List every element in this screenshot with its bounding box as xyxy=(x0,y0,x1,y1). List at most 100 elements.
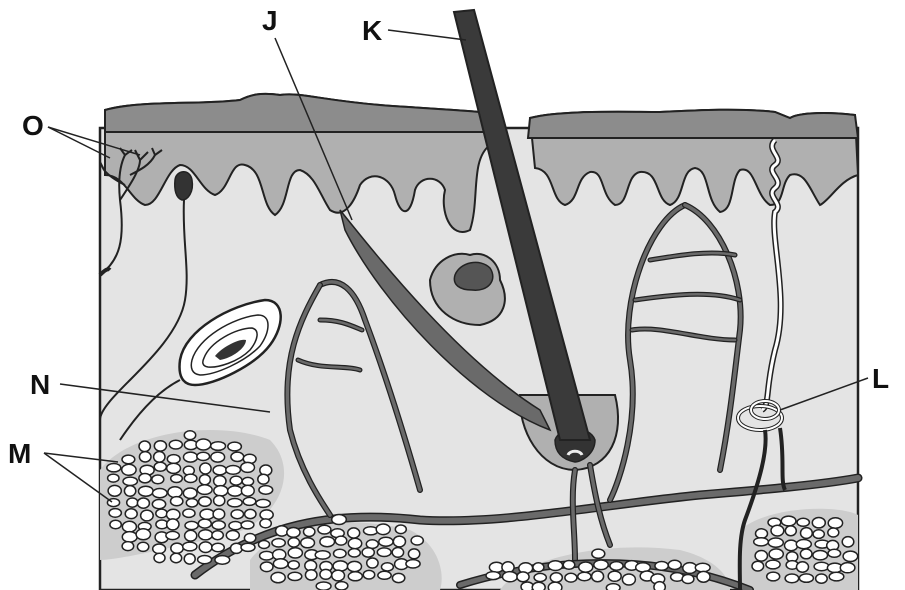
fat-cell xyxy=(242,477,253,485)
fat-cell xyxy=(171,543,183,553)
fat-cell xyxy=(231,452,244,461)
fat-cell xyxy=(411,536,423,545)
fat-cell xyxy=(196,439,211,450)
fat-cell xyxy=(548,582,562,590)
fat-cell xyxy=(122,532,137,543)
fat-cell xyxy=(348,561,362,571)
fat-cell xyxy=(186,499,197,507)
fat-cell xyxy=(153,489,168,498)
fat-cell xyxy=(183,509,195,517)
fat-cell xyxy=(755,551,767,562)
fat-cell xyxy=(829,572,844,581)
fat-cell xyxy=(381,563,393,571)
fat-cell xyxy=(622,574,635,585)
fat-cell xyxy=(288,548,302,558)
fat-cell xyxy=(108,485,121,496)
label-o: O xyxy=(22,110,44,141)
fat-cell xyxy=(241,521,254,529)
label-k: K xyxy=(362,15,382,46)
fat-cell xyxy=(320,537,335,547)
fat-cell xyxy=(256,499,270,507)
fat-cell xyxy=(768,538,783,547)
fat-cell xyxy=(107,464,121,472)
fat-cell xyxy=(199,497,212,507)
fat-cell xyxy=(801,528,813,539)
fat-cell xyxy=(594,560,608,570)
fat-cell xyxy=(408,549,419,559)
fat-cell xyxy=(231,510,243,519)
fat-cell xyxy=(486,572,500,580)
fat-cell xyxy=(695,563,710,572)
fat-cell xyxy=(198,556,212,564)
fat-cell xyxy=(152,500,165,509)
fat-cell xyxy=(169,440,182,449)
fat-cell xyxy=(814,562,829,570)
fat-cell xyxy=(608,571,621,581)
fat-cell xyxy=(197,452,210,460)
fat-cell xyxy=(799,574,813,582)
fat-cell xyxy=(305,570,317,580)
fat-cell xyxy=(335,536,347,545)
fat-cell xyxy=(211,442,226,451)
fat-cell xyxy=(378,571,391,579)
fat-cell xyxy=(828,518,842,529)
fat-cell xyxy=(171,497,183,506)
fat-cell xyxy=(276,526,289,536)
fat-cell xyxy=(260,510,273,520)
fat-cell xyxy=(654,582,665,590)
fat-cell xyxy=(122,464,136,475)
fat-cell xyxy=(259,486,273,495)
fat-cell xyxy=(655,562,668,571)
fat-cell xyxy=(304,527,315,536)
fat-cell xyxy=(154,441,166,451)
fat-cell xyxy=(828,528,839,537)
fat-cell xyxy=(153,544,166,554)
fat-cell xyxy=(185,530,197,541)
fat-cell xyxy=(840,563,855,573)
fat-cell xyxy=(243,497,256,505)
fat-cell xyxy=(171,475,183,483)
fat-cell xyxy=(226,466,241,475)
fat-cell xyxy=(213,466,226,475)
fat-cell xyxy=(141,510,154,521)
fat-cell xyxy=(379,537,393,546)
fat-cell xyxy=(668,560,681,569)
fat-cell xyxy=(785,540,798,551)
fat-cell xyxy=(212,521,225,530)
fat-cell xyxy=(199,475,210,485)
fat-cell xyxy=(754,538,769,546)
fat-cell xyxy=(796,540,811,549)
fat-cell xyxy=(550,573,562,583)
fat-cell xyxy=(395,525,406,534)
fat-cell xyxy=(301,538,315,548)
fat-cell xyxy=(241,462,255,472)
fat-cell xyxy=(199,530,213,540)
fat-cell xyxy=(320,569,332,579)
fat-cell xyxy=(333,561,348,571)
fat-cell xyxy=(610,562,623,571)
fat-cell xyxy=(167,519,179,530)
fat-cell xyxy=(565,573,577,582)
fat-cell xyxy=(228,486,243,496)
fat-cell xyxy=(316,582,331,590)
fat-cell xyxy=(167,463,181,473)
fat-cell xyxy=(503,572,518,582)
fat-cell xyxy=(125,509,137,519)
fat-cell xyxy=(245,509,256,518)
fat-cell xyxy=(348,572,362,581)
fat-cell xyxy=(139,474,151,483)
fat-cell xyxy=(363,570,374,579)
fat-cell xyxy=(185,521,198,529)
fat-cell xyxy=(271,572,285,582)
fat-cell xyxy=(800,549,812,559)
fat-cell xyxy=(244,534,255,543)
fat-cell xyxy=(816,574,828,583)
fat-cell xyxy=(122,542,134,551)
fat-cell xyxy=(288,561,299,569)
fat-cell xyxy=(184,474,197,482)
fat-cell xyxy=(214,476,226,487)
fat-cell xyxy=(812,518,825,528)
fat-cell xyxy=(781,516,796,526)
fat-cell xyxy=(139,441,150,452)
fat-cell xyxy=(124,486,135,497)
